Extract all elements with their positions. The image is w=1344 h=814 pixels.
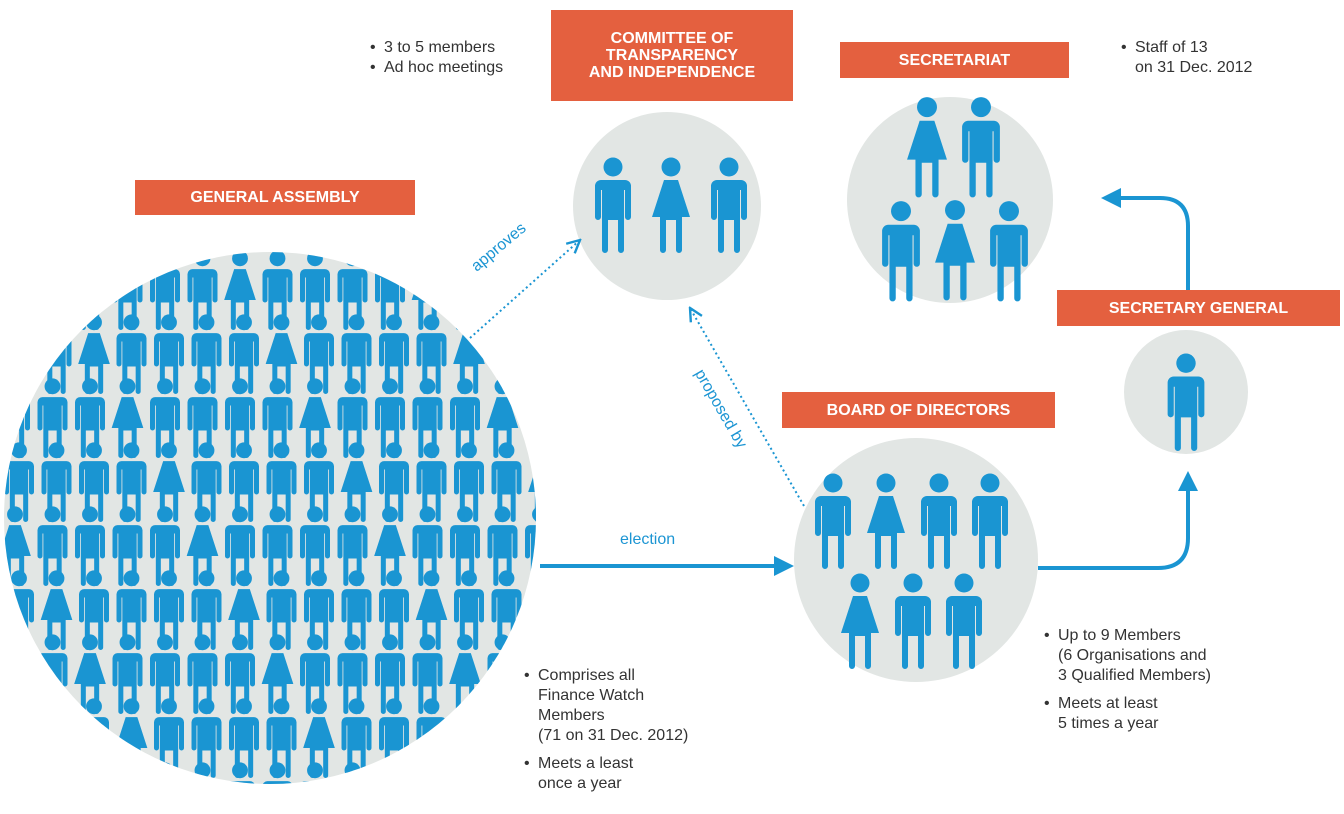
person-male-icon <box>4 634 30 714</box>
board-to-secretary-arrow <box>1038 471 1198 570</box>
board-note-2: Meets at least 5 times a year <box>1044 694 1211 734</box>
person-male-icon <box>529 314 536 394</box>
general-assembly-note-2: Meets a least once a year <box>524 754 688 794</box>
secretary-to-secretariat-arrow <box>1101 188 1190 300</box>
person-female-icon <box>149 762 181 784</box>
person-male-icon <box>487 762 518 784</box>
board-group <box>794 438 1038 682</box>
person-male-icon <box>4 252 30 330</box>
board-title: BOARD OF DIRECTORS <box>782 392 1055 428</box>
election-label: election <box>620 531 676 548</box>
secretariat-group <box>847 97 1053 303</box>
person-female-icon <box>36 252 69 330</box>
person-male-icon <box>375 762 405 784</box>
person-male-icon <box>4 698 34 778</box>
person-male-icon <box>525 378 536 458</box>
person-male-icon <box>412 762 443 784</box>
proposed-by-arrow <box>690 308 805 507</box>
secretariat-notes: Staff of 13 on 31 Dec. 2012 <box>1121 38 1252 78</box>
person-male-icon <box>529 570 536 650</box>
secretary-general-group <box>1124 330 1248 454</box>
general-assembly-group <box>4 252 536 784</box>
person-female-icon <box>490 698 523 778</box>
person-male-icon <box>454 698 484 778</box>
secretary-general-title: SECRETARY GENERAL <box>1057 290 1340 326</box>
person-male-icon <box>525 252 536 330</box>
person-male-icon <box>112 762 143 784</box>
person-male-icon <box>4 762 30 784</box>
general-assembly-note-1: Comprises all Finance Watch Members (71 … <box>524 666 688 746</box>
committee-note-2: Ad hoc meetings <box>370 58 503 78</box>
committee-group <box>573 112 761 300</box>
board-note-1: Up to 9 Members (6 Organisations and 3 Q… <box>1044 626 1211 686</box>
person-male-icon <box>37 762 68 784</box>
secretariat-title: SECRETARIAT <box>840 42 1069 78</box>
secretariat-circle <box>847 97 1053 303</box>
committee-note-1: 3 to 5 members <box>370 38 503 58</box>
person-male-icon <box>450 762 480 784</box>
person-male-icon <box>75 762 105 784</box>
committee-notes: 3 to 5 members Ad hoc meetings <box>370 38 503 78</box>
board-notes: Up to 9 Members (6 Organisations and 3 Q… <box>1044 626 1211 734</box>
secretariat-note-1: Staff of 13 on 31 Dec. 2012 <box>1121 38 1252 78</box>
general-assembly-title: GENERAL ASSEMBLY <box>135 180 415 215</box>
person-male-icon <box>4 314 34 394</box>
committee-title: COMMITTEE OF TRANSPARENCY AND INDEPENDEN… <box>551 10 793 101</box>
person-male-icon <box>41 698 72 778</box>
general-assembly-notes: Comprises all Finance Watch Members (71 … <box>524 666 688 794</box>
